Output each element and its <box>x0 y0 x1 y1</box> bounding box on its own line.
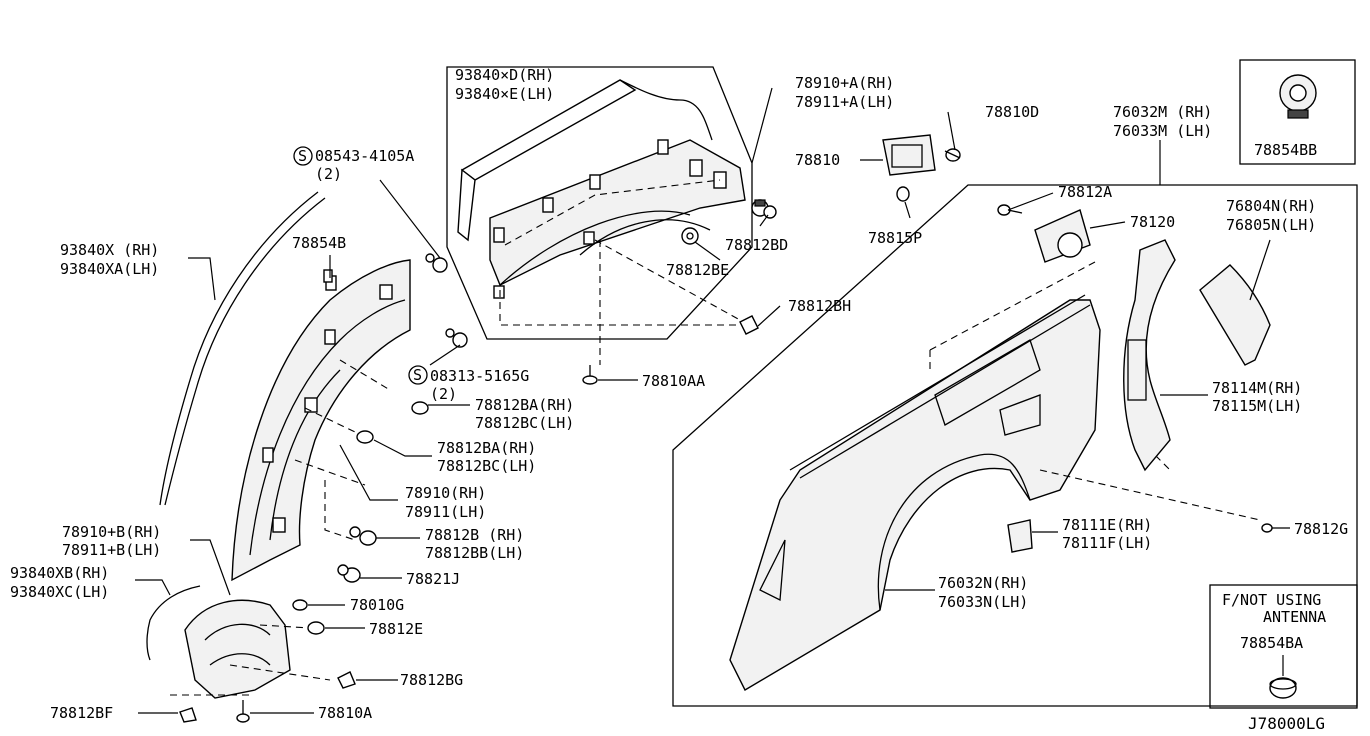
mudguard-78910b <box>184 599 291 699</box>
label-08313-5165g: 08313-5165G <box>430 367 529 385</box>
label-antenna: ANTENNA <box>1263 608 1326 626</box>
s-mark-text: S <box>413 366 422 384</box>
label-78810a: 78810A <box>318 704 372 722</box>
label-93840xa: 93840XA(LH) <box>60 260 159 278</box>
label-78812e: 78812E <box>369 620 423 638</box>
standard-part-mark-2: S <box>408 365 428 385</box>
screw-78810aa <box>582 365 598 385</box>
label-78812bb: 78812BB(LH) <box>425 544 524 562</box>
bracket-78111e <box>1007 519 1033 553</box>
mudguard-fasteners <box>179 599 356 723</box>
leader-lines <box>135 87 1290 714</box>
label-78115m: 78115M(LH) <box>1212 397 1302 415</box>
clip-78812g <box>1261 523 1273 533</box>
wheel-arch-trim-78910 <box>231 259 411 582</box>
label-78010g: 78010G <box>350 596 404 614</box>
label-78911: 78911(LH) <box>405 503 486 521</box>
body-panel-group-frame <box>672 184 1358 707</box>
label-76805n: 76805N(LH) <box>1226 216 1316 234</box>
label-93840xe: 93840×E(LH) <box>455 85 554 103</box>
label-78910: 78910(RH) <box>405 484 486 502</box>
label-78812bc-2: 78812BC(LH) <box>437 457 536 475</box>
antenna-kit-78854bb <box>1279 74 1317 119</box>
lamp-78120 <box>1034 209 1091 263</box>
label-93840xd: 93840×D(RH) <box>455 66 554 84</box>
label-08543-qty: (2) <box>315 165 342 183</box>
clip-78812bd <box>751 199 777 219</box>
molding-93840xb <box>146 585 201 661</box>
part-labels: 93840×D(RH) 93840×E(LH) 78910+A(RH) 7891… <box>10 66 1348 733</box>
label-78854ba: 78854BA <box>1240 634 1303 652</box>
label-78812g: 78812G <box>1294 520 1348 538</box>
screw-78812a <box>997 204 1023 216</box>
antenna-housing-78810 <box>882 134 936 202</box>
upper-trim-panel-78910a <box>489 139 746 299</box>
molding-93840x <box>159 191 319 506</box>
label-78111f: 78111F(LH) <box>1062 534 1152 552</box>
label-78812b: 78812B (RH) <box>425 526 524 544</box>
label-78114m: 78114M(RH) <box>1212 379 1302 397</box>
label-78812bh: 78812BH <box>788 297 851 315</box>
label-78810aa: 78810AA <box>642 372 705 390</box>
clip-78812be <box>681 227 699 245</box>
fasteners-arch <box>323 253 468 583</box>
s-mark-text: S <box>298 147 307 165</box>
label-93840xc: 93840XC(LH) <box>10 583 109 601</box>
label-78812ba-2: 78812BA(RH) <box>437 439 536 457</box>
label-76032m: 76032M (RH) <box>1113 103 1212 121</box>
label-78911b: 78911+B(LH) <box>62 541 161 559</box>
bulb-78810d <box>944 148 961 162</box>
label-78910b: 78910+B(RH) <box>62 523 161 541</box>
cap-78854ba <box>1269 677 1297 699</box>
arch-dash-lines <box>294 359 391 541</box>
label-78111e: 78111E(RH) <box>1062 516 1152 534</box>
label-78854bb: 78854BB <box>1254 141 1317 159</box>
label-93840xb: 93840XB(RH) <box>10 564 109 582</box>
label-78911a: 78911+A(LH) <box>795 93 894 111</box>
antenna-kit-frame <box>1239 59 1356 165</box>
diagram-code: J78000LG <box>1248 714 1325 733</box>
label-78815p: 78815P <box>868 229 922 247</box>
trim-strip-93840xd <box>457 79 713 242</box>
trim-76804n <box>1199 264 1271 366</box>
label-78810: 78810 <box>795 151 840 169</box>
label-78810d: 78810D <box>985 103 1039 121</box>
label-08543-4105a: 08543-4105A <box>315 147 414 165</box>
label-78854b: 78854B <box>292 234 346 252</box>
label-76804n: 76804N(RH) <box>1226 197 1316 215</box>
label-76033m: 76033M (LH) <box>1113 122 1212 140</box>
label-78812bg: 78812BG <box>400 671 463 689</box>
label-78910a: 78910+A(RH) <box>795 74 894 92</box>
label-93840x: 93840X (RH) <box>60 241 159 259</box>
upper-trim-group-frame <box>446 66 753 340</box>
label-78812ba-1: 78812BA(RH) <box>475 396 574 414</box>
label-78812bd: 78812BD <box>725 236 788 254</box>
label-76032n: 76032N(RH) <box>938 574 1028 592</box>
standard-part-mark-1: S <box>293 146 313 166</box>
label-78821j: 78821J <box>406 570 460 588</box>
label-78812a: 78812A <box>1058 183 1112 201</box>
label-fnot-using: F/NOT USING <box>1222 591 1321 609</box>
label-78812be: 78812BE <box>666 261 729 279</box>
label-78120: 78120 <box>1130 213 1175 231</box>
upper-dash-lines <box>499 179 745 365</box>
wheelhouse-78114m <box>1123 239 1176 472</box>
label-78812bc-1: 78812BC(LH) <box>475 414 574 432</box>
mudguard-dash-lines <box>170 624 331 696</box>
label-08313-qty: (2) <box>430 385 457 403</box>
no-antenna-frame <box>1209 584 1358 709</box>
label-78812bf: 78812BF <box>50 704 113 722</box>
clip-78812bh <box>739 315 759 335</box>
inner-quarter-panel-76032n <box>729 294 1101 691</box>
label-76033n: 76033N(LH) <box>938 593 1028 611</box>
